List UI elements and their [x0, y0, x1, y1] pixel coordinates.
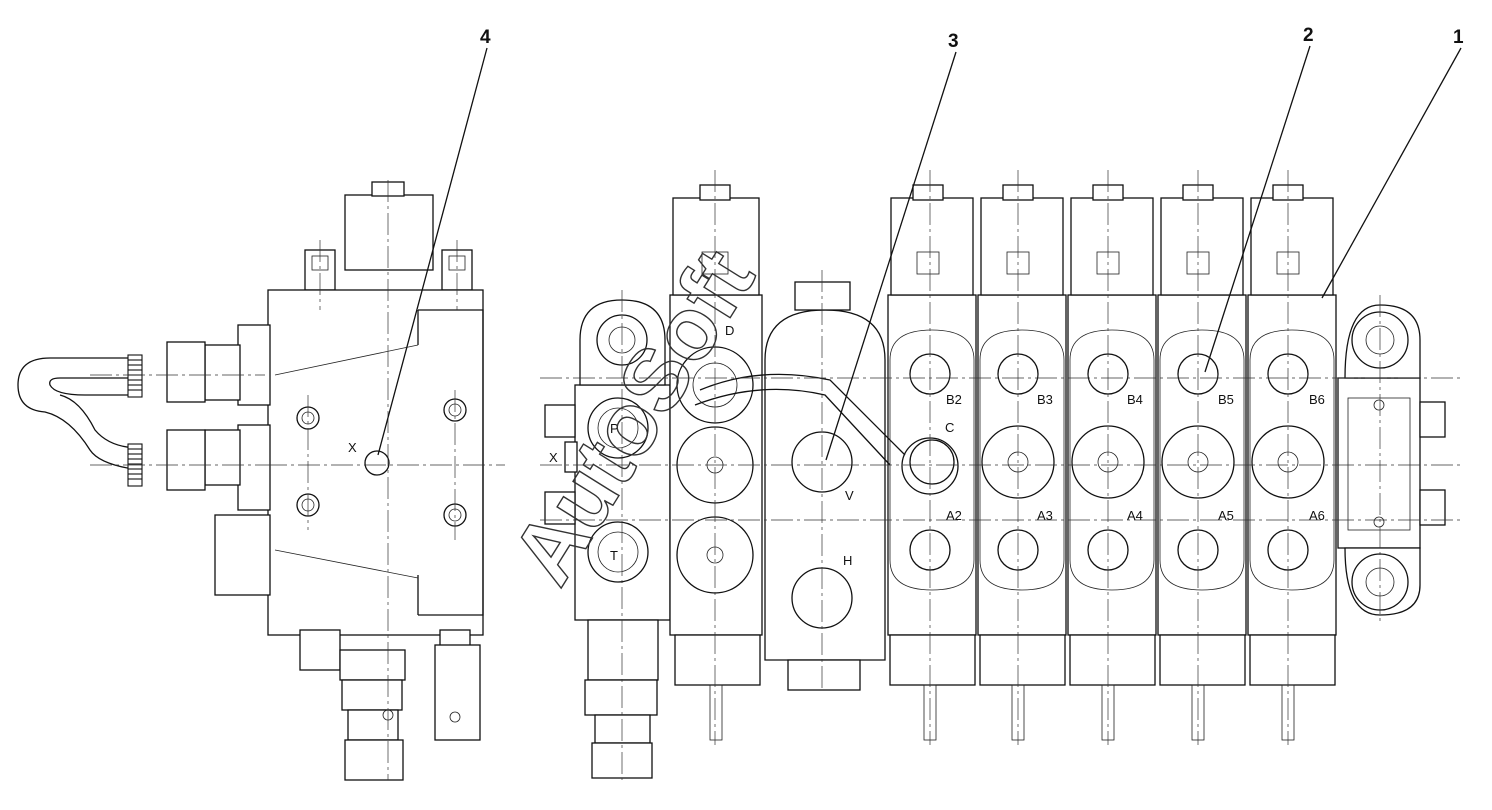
- port-label-d: D: [725, 323, 734, 338]
- callout-number-4: 4: [480, 27, 491, 48]
- work-section-6: [1247, 184, 1337, 741]
- callout-number-2: 2: [1303, 25, 1314, 46]
- work-section-2: [887, 184, 977, 741]
- port-label-p: P: [610, 421, 619, 436]
- callout-number-3: 3: [948, 31, 959, 52]
- port-label-t: T: [610, 548, 618, 563]
- callout-leaders: [377, 45, 1462, 461]
- port-label-x-side: X: [348, 440, 357, 455]
- port-label-a4: A4: [1127, 508, 1143, 523]
- port-label-a5: A5: [1218, 508, 1234, 523]
- port-label-a3: A3: [1037, 508, 1053, 523]
- work-section-4: [1067, 184, 1157, 741]
- port-label-c: C: [945, 420, 954, 435]
- port-label-b6: B6: [1309, 392, 1325, 407]
- port-label-x-inlet: X: [549, 450, 558, 465]
- port-label-b4: B4: [1127, 392, 1143, 407]
- port-label-a2: A2: [946, 508, 962, 523]
- port-label-b5: B5: [1218, 392, 1234, 407]
- work-section-3: [977, 184, 1067, 741]
- side-view: [17, 180, 505, 781]
- callout-number-1: 1: [1453, 27, 1464, 48]
- port-label-v: V: [845, 488, 854, 503]
- port-label-a6: A6: [1309, 508, 1325, 523]
- hose-knurl-upper: [127, 354, 143, 398]
- port-label-h: H: [843, 553, 852, 568]
- work-section-5: [1157, 184, 1247, 741]
- port-label-b3: B3: [1037, 392, 1053, 407]
- port-label-b2: B2: [946, 392, 962, 407]
- front-view: [540, 170, 1460, 780]
